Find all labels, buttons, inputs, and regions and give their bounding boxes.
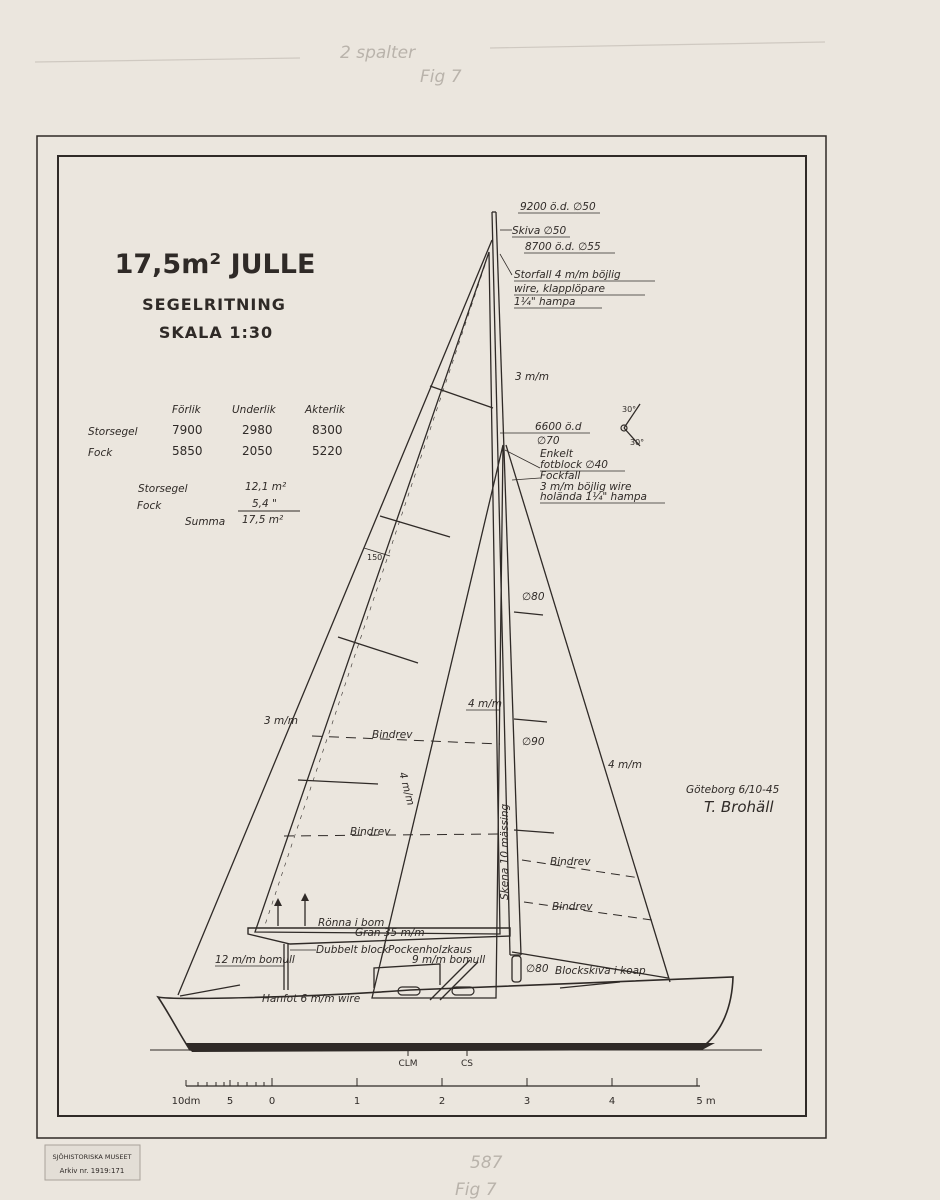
forestay — [177, 239, 493, 996]
jib — [371, 444, 671, 999]
masthead-label: 9200 ö.d. ∅50 — [520, 201, 596, 213]
scale-label: 4 — [609, 1096, 615, 1107]
three-mm-label: 3 m/m — [515, 371, 549, 383]
table-header-forlik: Förlik — [172, 404, 202, 416]
inner-frame — [57, 155, 807, 1117]
sail-areas: Storsegel 12,1 m² Fock 5,4 " Summa 17,5 … — [137, 481, 300, 528]
fockfall-line-1: Fockfall — [540, 470, 580, 482]
scale-label: 3 — [524, 1096, 530, 1107]
mainsheet-line — [511, 951, 669, 979]
bindrev-main-1: Bindrev — [372, 729, 413, 741]
bomull-9-label: 9 m/m bomull — [412, 954, 485, 966]
museum-stamp: SJÖHISTORISKA MUSEET Arkiv nr. 1919:171 — [44, 1144, 141, 1181]
bomull-12-label: 12 m/m bomull — [215, 954, 295, 966]
table-row-storsegel: Storsegel — [88, 426, 138, 438]
stamp-line-1: SJÖHISTORISKA MUSEET — [52, 1152, 131, 1161]
table-cell: 2050 — [242, 444, 273, 458]
table-header-underlik: Underlik — [232, 404, 277, 416]
storfall-line-1: Storfall 4 m/m böjlig — [514, 269, 621, 281]
scale-bar: 10dm 5 0 1 2 3 4 5 m — [172, 1078, 716, 1107]
block-label-1: Enkelt — [540, 448, 574, 460]
scale-label: 10dm — [172, 1096, 201, 1107]
drawing-scale: SKALA 1:30 — [159, 323, 273, 342]
pencil-note-top-1: 2 spalter — [340, 43, 416, 63]
fockfall-line-2: 3 m/m böjlig wire — [540, 481, 631, 493]
stamp-line-2: Arkiv nr. 1919:171 — [60, 1167, 125, 1175]
rigging-annotations: 9200 ö.d. ∅50 Skiva ∅50 8700 ö.d. ∅55 St… — [215, 201, 665, 1005]
batten-length-label: 150 — [367, 553, 382, 562]
skiva-label: Skiva ∅50 — [512, 225, 566, 237]
area-value-summa: 17,5 m² — [242, 514, 284, 526]
ronna-label: Rönna i bom — [318, 917, 384, 929]
clm-label: CLM — [398, 1059, 417, 1069]
bindrev-jib-2: Bindrev — [552, 901, 593, 913]
area-name-storsegel: Storsegel — [138, 483, 188, 495]
area-value-storsegel: 12,1 m² — [245, 481, 287, 493]
cs-label: CS — [461, 1059, 473, 1069]
upper-mast-label: 8700 ö.d. ∅55 — [525, 241, 601, 253]
phi80-lower-label: ∅80 — [526, 963, 549, 975]
hanfot-label: Hanfot 6 m/m wire — [262, 993, 360, 1005]
gran-label: Gran 35 m/m — [355, 927, 425, 939]
drawing-title: 17,5m² JULLE — [115, 249, 316, 280]
bindrev-main-2: Bindrev — [350, 826, 391, 838]
signature-place-date: Göteborg 6/10-45 — [686, 784, 780, 796]
block-label-2: fotblock ∅40 — [540, 459, 608, 471]
area-name-summa: Summa — [185, 516, 225, 528]
table-cell: 7900 — [172, 423, 203, 437]
phi90-label: ∅90 — [522, 736, 545, 748]
outer-frame — [36, 135, 827, 1139]
scale-label: 1 — [354, 1096, 360, 1107]
blockskiva-label: Blockskiva i koap — [555, 965, 646, 977]
dubbelt-block-label: Dubbelt block — [316, 944, 390, 956]
four-mm-mid-label: 4 m/m — [396, 771, 416, 807]
pencil-note-top-2: Fig 7 — [420, 67, 462, 87]
pockenholz-label: Pockenholzkaus — [388, 944, 472, 956]
forestay-label: 4 m/m — [608, 759, 642, 771]
pencil-note-bottom-1: 587 — [470, 1153, 503, 1173]
area-name-fock: Fock — [137, 500, 162, 512]
angle-indicator: 30° 30° — [620, 403, 644, 447]
scale-label: 0 — [269, 1096, 275, 1107]
fockfall-line-3: holända 1¼" hampa — [540, 491, 647, 503]
mainsail: 150 — [254, 251, 501, 935]
bindrev-jib-1: Bindrev — [550, 856, 591, 868]
pencil-line-left — [34, 57, 301, 63]
table-cell: 2980 — [242, 423, 273, 437]
pencil-notes: 2 spalter Fig 7 587 Fig 7 — [34, 41, 826, 1200]
table-cell: 5850 — [172, 444, 203, 458]
angle-label-a: 30° — [622, 405, 636, 414]
signature-name: T. Brohäll — [704, 798, 774, 816]
scale-label: 5 m — [696, 1096, 715, 1107]
table-cell: 8300 — [312, 423, 343, 437]
table-cell: 5220 — [312, 444, 343, 458]
sail-dimension-table: Förlik Underlik Akterlik Storsegel 7900 … — [88, 404, 346, 459]
phi80-upper-label: ∅80 — [522, 591, 545, 603]
four-mm-mast-label: 4 m/m — [468, 698, 502, 710]
pencil-line-right — [489, 41, 826, 49]
table-row-fock: Fock — [88, 447, 113, 459]
scale-label: 5 — [227, 1096, 233, 1107]
boom — [247, 893, 511, 990]
shroud-label: 3 m/m — [264, 715, 298, 727]
table-header-akterlik: Akterlik — [304, 404, 346, 416]
area-value-fock: 5,4 " — [252, 498, 277, 510]
pencil-note-bottom-2: Fig 7 — [455, 1180, 497, 1200]
scale-label: 2 — [439, 1096, 445, 1107]
drawing-subtitle: SEGELRITNING — [142, 295, 286, 314]
storfall-line-3: 1¼" hampa — [514, 296, 575, 308]
angle-label-b: 30° — [630, 438, 644, 447]
storfall-line-2: wire, klapplöpare — [514, 283, 605, 295]
mid-mast-label: 6600 ö.d — [535, 421, 582, 433]
phi70-label: ∅70 — [537, 435, 560, 447]
skena-label: Skena 10 mässing — [499, 803, 511, 900]
